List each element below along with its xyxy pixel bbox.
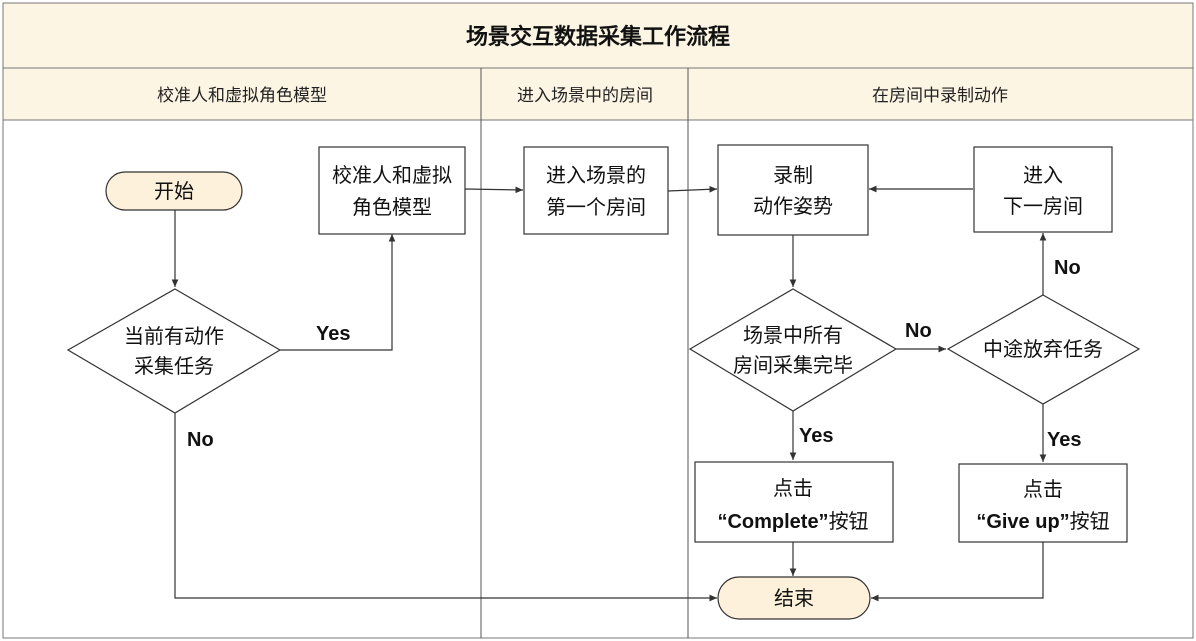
- click-complete-suffix: 按钮: [829, 509, 869, 533]
- decision-all-rooms-node: [688, 288, 898, 412]
- click-complete-quote: “Complete”: [717, 511, 828, 533]
- lane-header-record: 在房间中录制动作: [872, 86, 1008, 106]
- edge-calibrate-to-enter-room: [464, 186, 524, 194]
- enter-first-room-line1: 进入场景的: [546, 163, 646, 187]
- next-room-node: [973, 146, 1113, 233]
- click-give-up-quote: “Give up”: [976, 511, 1069, 533]
- click-complete-node: [694, 461, 894, 543]
- title-band: [2, 2, 1194, 69]
- click-complete-line2: “Complete”按钮: [717, 509, 868, 533]
- decision-task-line2: 采集任务: [134, 354, 214, 378]
- decision-task-node: [66, 288, 282, 414]
- edge-label-all-rooms-no: No: [905, 320, 932, 342]
- calibrate-line1: 校准人和虚拟: [332, 163, 452, 187]
- start-label: 开始: [154, 179, 194, 203]
- click-give-up-line1: 点击: [1023, 477, 1063, 501]
- edge-label-task-yes: Yes: [316, 323, 350, 345]
- end-node: [717, 576, 871, 620]
- record-node: [717, 144, 869, 236]
- edge-decision-yes-to-calibrate: [280, 234, 396, 351]
- edge-label-task-no: No: [187, 429, 214, 451]
- calibrate-node: [318, 146, 466, 235]
- start-node: [105, 171, 243, 211]
- lane-header-calibrate: 校准人和虚拟角色模型: [157, 86, 327, 106]
- next-room-line2: 下一房间: [1003, 194, 1083, 218]
- enter-first-room-line2: 第一个房间: [546, 195, 646, 219]
- click-complete-line1: 点击: [773, 476, 813, 500]
- click-give-up-suffix: 按钮: [1070, 509, 1110, 533]
- decision-all-rooms-line2: 房间采集完毕: [733, 353, 853, 377]
- edge-label-all-rooms-yes: Yes: [799, 425, 833, 447]
- next-room-line1: 进入: [1023, 163, 1063, 187]
- decision-give-up-label: 中途放弃任务: [983, 337, 1103, 361]
- lane-header-enter-room: 进入场景中的房间: [517, 86, 653, 106]
- lane-header-band: [2, 67, 1194, 121]
- edge-decision-no-to-end: [174, 413, 717, 602]
- edge-enter-room-to-record: [667, 185, 718, 193]
- diagram-title: 场景交互数据采集工作流程: [466, 24, 730, 50]
- record-line2: 动作姿势: [753, 194, 833, 218]
- click-give-up-node: [958, 463, 1128, 543]
- edge-label-give-up-yes: Yes: [1047, 429, 1081, 451]
- decision-task-line1: 当前有动作: [124, 324, 224, 348]
- record-line1: 录制: [773, 163, 813, 187]
- decision-give-up-node: [946, 294, 1141, 405]
- enter-first-room-node: [523, 146, 669, 235]
- decision-all-rooms-line1: 场景中所有: [743, 323, 843, 347]
- end-label: 结束: [774, 586, 814, 610]
- calibrate-line2: 角色模型: [352, 195, 432, 219]
- edge-click-give-up-to-end: [871, 542, 1044, 602]
- edge-label-give-up-no: No: [1054, 257, 1081, 279]
- click-give-up-line2: “Give up”按钮: [976, 509, 1109, 533]
